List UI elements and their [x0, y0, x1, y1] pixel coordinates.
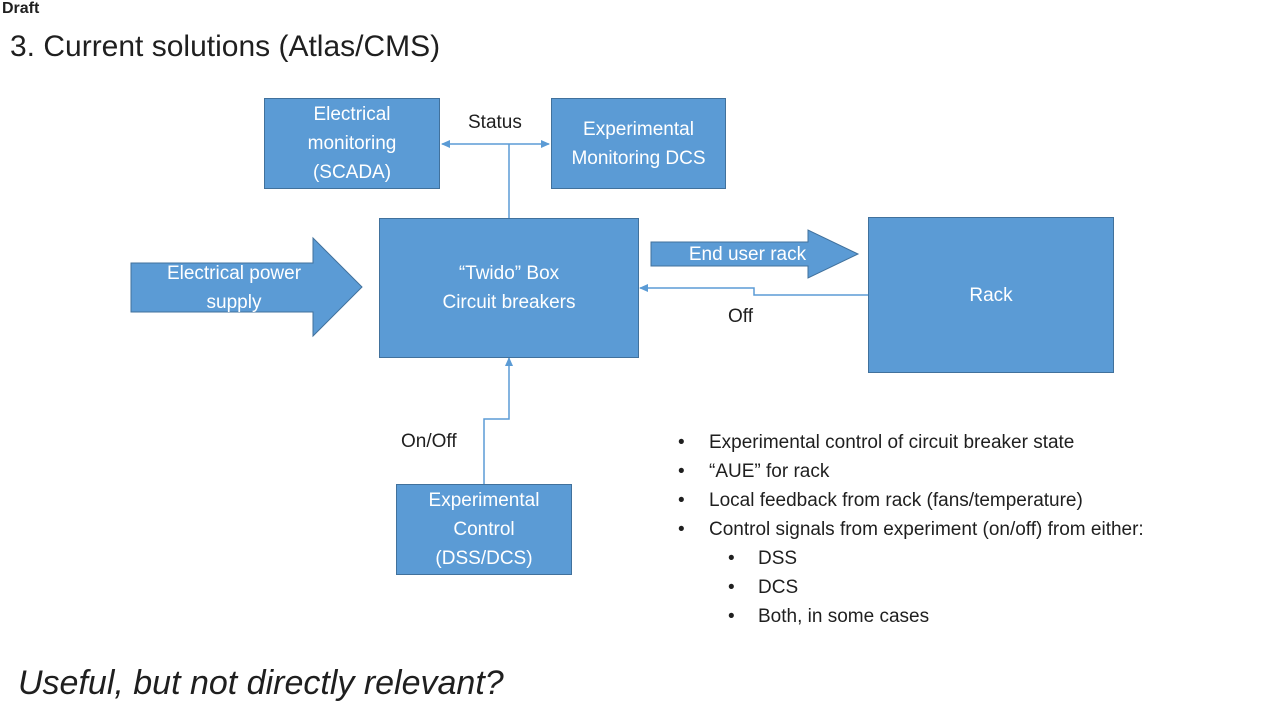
bullet-item: Local feedback from rack (fans/temperatu…: [678, 486, 1144, 515]
off-connector: [639, 284, 868, 296]
experimental-control-box: Experimental Control (DSS/DCS): [396, 484, 572, 575]
end-user-rack-label: End user rack: [688, 244, 807, 265]
off-label: Off: [728, 306, 753, 327]
onoff-connector: [483, 357, 513, 484]
twido-box: “Twido” Box Circuit breakers: [379, 218, 639, 358]
power-supply-arrow-shape: [130, 236, 363, 338]
onoff-label: On/Off: [401, 431, 457, 452]
bullet-item: “AUE” for rack: [678, 457, 1144, 486]
footer-note: Useful, but not directly relevant?: [18, 664, 504, 702]
bullet-item: Control signals from experiment (on/off)…: [678, 515, 1144, 544]
sub-bullet-item: Both, in some cases: [678, 602, 1144, 631]
end-user-arrow-shape: [650, 229, 860, 279]
power-supply-label: Electrical power supply: [166, 263, 302, 313]
bullet-item: Experimental control of circuit breaker …: [678, 428, 1144, 457]
electrical-monitoring-box: Electrical monitoring (SCADA): [264, 98, 440, 189]
experimental-monitoring-box: Experimental Monitoring DCS: [551, 98, 726, 189]
slide-title: 3. Current solutions (Atlas/CMS): [10, 30, 441, 63]
status-label: Status: [468, 112, 522, 133]
rack-box: Rack: [868, 217, 1114, 373]
bullet-list: Experimental control of circuit breaker …: [678, 428, 1144, 631]
sub-bullet-item: DCS: [678, 573, 1144, 602]
sub-bullet-item: DSS: [678, 544, 1144, 573]
draft-label: Draft: [2, 0, 40, 17]
